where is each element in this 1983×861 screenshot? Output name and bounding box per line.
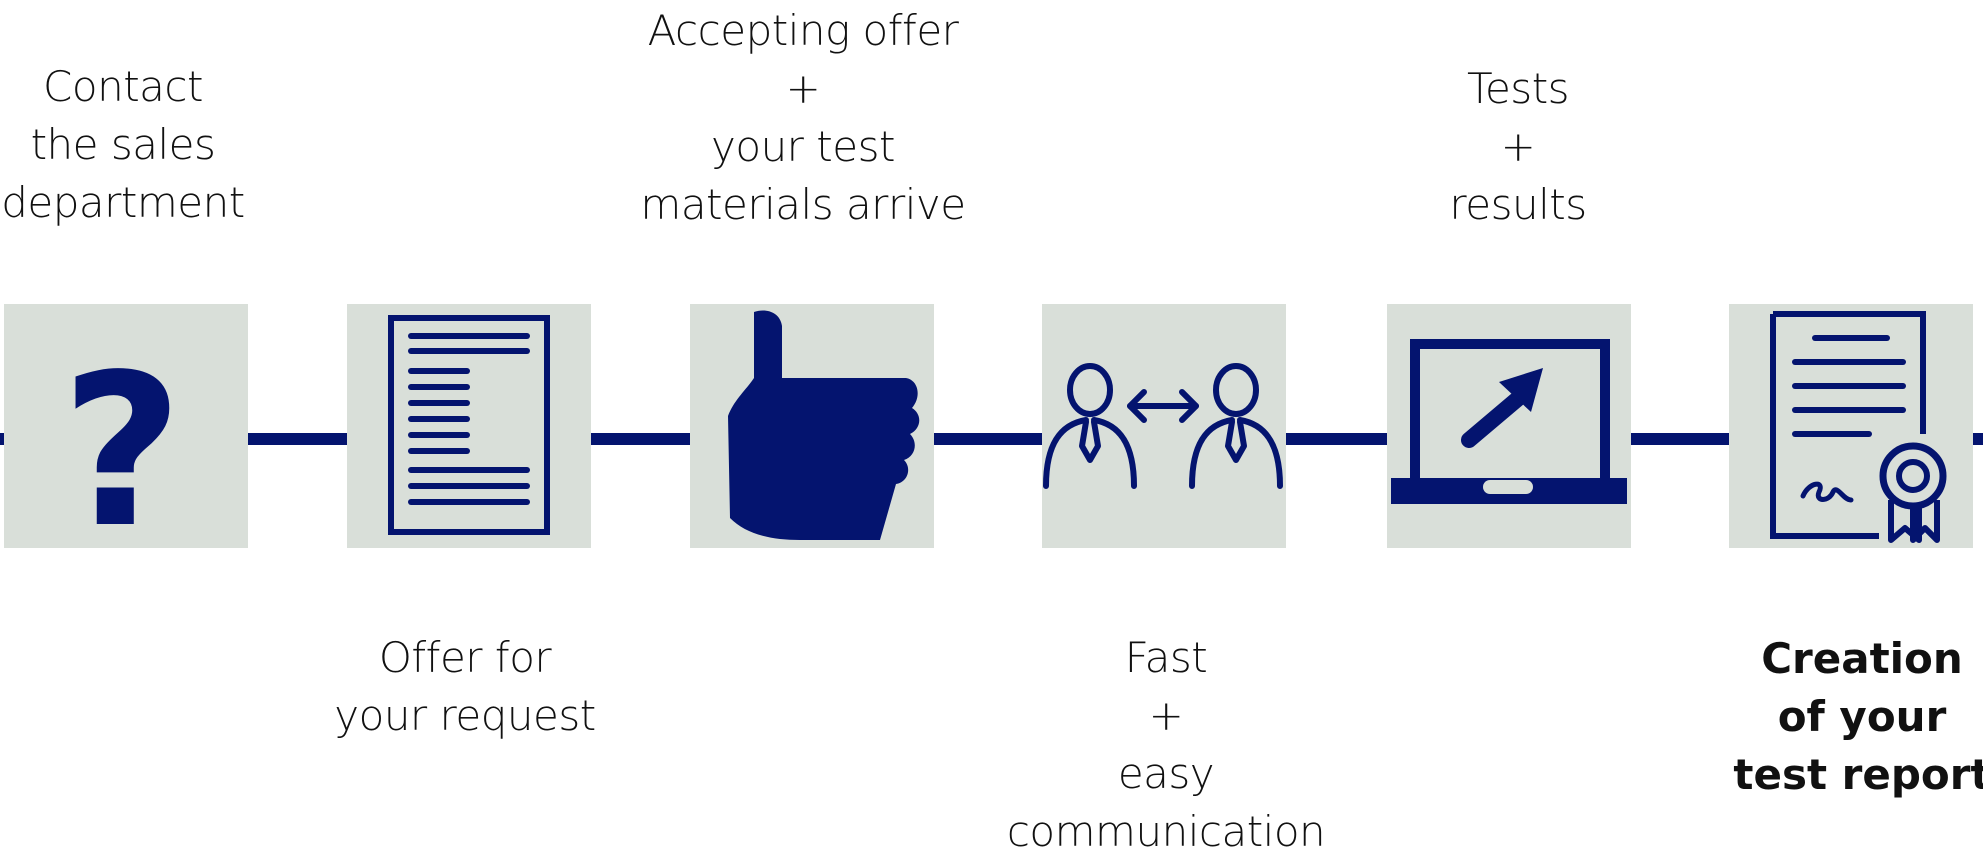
document-icon (347, 304, 591, 548)
step-4-caption: Fast + easy communication (1006, 633, 1326, 856)
step-4-box (1042, 304, 1286, 548)
step-2-box (347, 304, 591, 548)
step-6-caption: Creation of your test report (1733, 634, 1983, 799)
step-5-caption: Tests + results (1449, 64, 1587, 229)
people-exchange-icon (1042, 304, 1286, 548)
thumbs-up-icon (690, 304, 934, 548)
svg-text:?: ? (61, 329, 183, 548)
step-1-box: ? (4, 304, 248, 548)
step-1-caption: Contact the sales department (1, 62, 245, 227)
question-mark-icon: ? (4, 304, 248, 548)
step-3-caption: Accepting offer + your test materials ar… (640, 6, 966, 229)
timeline-connector-line (0, 433, 1983, 445)
step-3-box (690, 304, 934, 548)
step-2-caption: Offer for your request (334, 633, 596, 740)
step-6-box (1729, 304, 1973, 548)
certificate-icon (1729, 304, 1973, 548)
laptop-icon (1387, 304, 1631, 548)
step-5-box (1387, 304, 1631, 548)
